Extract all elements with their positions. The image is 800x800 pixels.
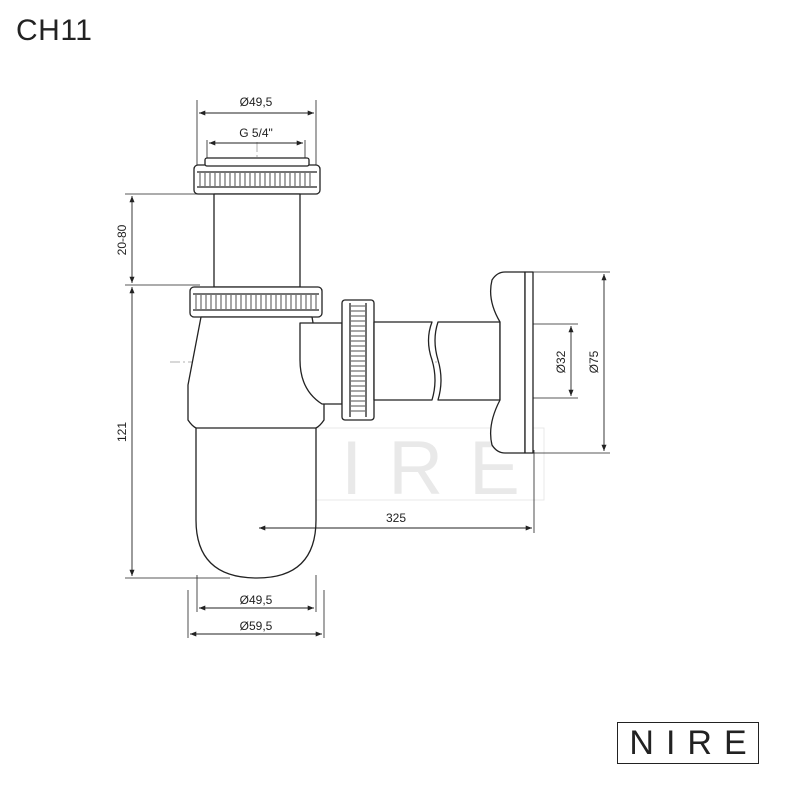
outlet-connector — [299, 322, 343, 405]
dim-thread: G 5/4" — [239, 126, 273, 140]
dim-outlet-diameter: Ø32 — [554, 350, 568, 373]
top-nut — [193, 164, 321, 195]
dim-height-adjust: 20-80 — [115, 224, 129, 255]
dimension-lines — [129, 110, 607, 637]
dim-top-outer-diameter: Ø49,5 — [240, 95, 273, 109]
knurling — [195, 173, 365, 412]
siphon-body — [187, 157, 534, 579]
tail-pipe — [213, 193, 301, 288]
dim-height: 121 — [115, 422, 129, 442]
brand-logo: NIRE — [617, 722, 759, 764]
dim-length: 325 — [386, 511, 406, 525]
bottle-cup — [187, 316, 325, 579]
outlet-pipe-right — [434, 321, 501, 401]
dim-rosette-diameter: Ø75 — [587, 350, 601, 373]
brand-logo-text: NIRE — [629, 723, 759, 762]
outlet-pipe-left — [373, 321, 436, 401]
drawing-title: CH11 — [16, 14, 93, 47]
dim-bottom-outer-diameter: Ø59,5 — [240, 619, 273, 633]
outlet-nut — [341, 299, 375, 421]
dim-bottom-inner-diameter: Ø49,5 — [240, 593, 273, 607]
